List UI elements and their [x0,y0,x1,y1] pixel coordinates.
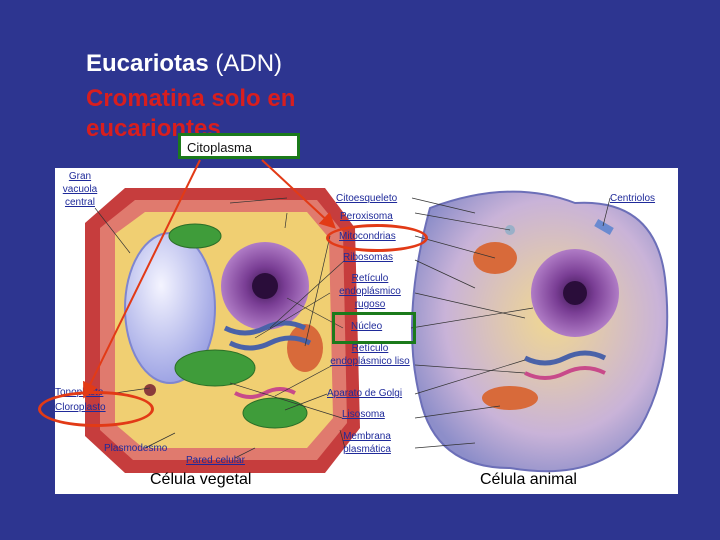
arrow-to-cloroplasto [83,159,201,399]
label-reticulo-rugoso: Retículo endoplásmico rugoso [339,273,401,310]
label-lisosoma: Lisosoma [342,409,385,420]
citoplasma-highlight-box: Citoplasma [178,133,300,159]
label-leader-lines [94,197,611,459]
animal-cell [411,190,669,473]
label-ribosomas: Ribosomas [343,252,394,263]
label-nucleo: Núcleo [351,321,383,332]
label-centriolos: Centriolos [610,193,656,204]
arrow-to-mitocondrias [261,159,336,229]
nucleo-highlight-box [332,312,416,344]
label-gran-vacuola: Gran vacuola central [62,171,98,208]
label-plasmodesmo: Plasmodesmo [104,443,168,454]
caption-plant-cell: Célula vegetal [150,471,252,488]
label-pared-celular: Pared celular [186,455,245,466]
title-main: Eucariotas [86,50,209,77]
slide-title: Eucariotas (ADN) [86,50,282,78]
plant-cell [85,188,360,473]
cell-diagram: Gran vacuola central Tonoplasto Cloropla… [55,168,678,494]
mitocondrias-highlight-oval [326,224,428,252]
label-membrana: Membrana plasmática [343,431,391,455]
cell-illustration [85,188,669,473]
label-reticulo-liso: Retículo endoplásmico liso [330,343,410,367]
label-peroxisoma: Peroxisoma [340,211,393,222]
title-paren: (ADN) [215,50,283,77]
caption-animal-cell: Célula animal [480,471,577,488]
label-aparato-golgi: Aparato de Golgi [327,388,403,399]
label-citoesqueleto: Citoesqueleto [336,193,398,204]
